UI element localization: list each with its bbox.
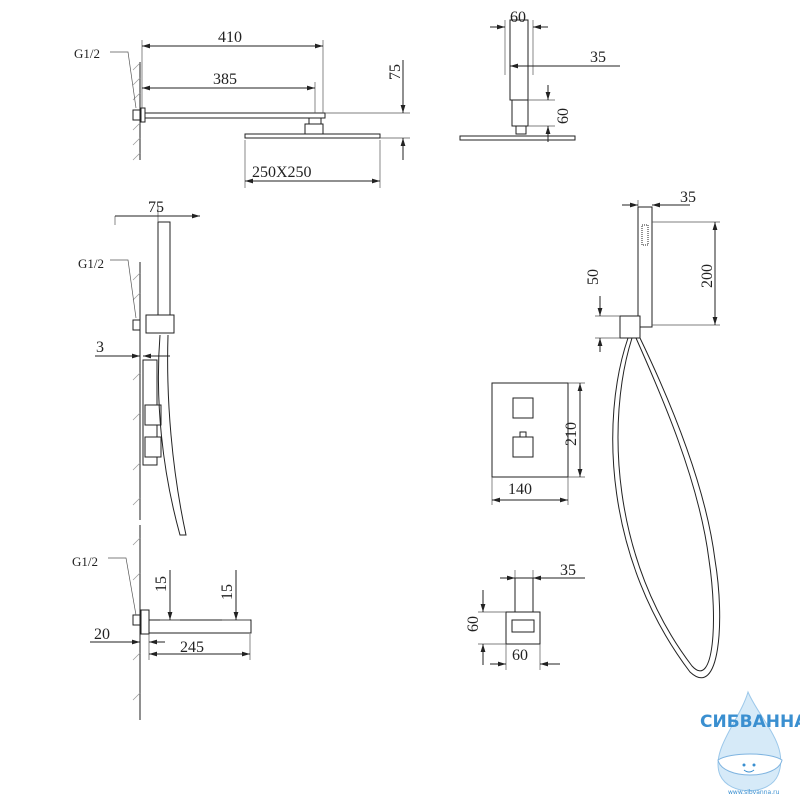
spout-depth-dim: 35 — [560, 562, 576, 579]
mixer-height-dim: 210 — [563, 422, 580, 446]
connector-height-dim: 60 — [555, 108, 572, 124]
holder-depth-dim: 75 — [148, 199, 164, 216]
spout-front-drawing: 35 60 60 — [465, 562, 585, 670]
mixer-width-dim: 140 — [508, 481, 532, 498]
spout-front-width-dim: 60 — [512, 647, 528, 664]
overhead-shower-drawing: G1/2 410 385 250X250 75 — [74, 29, 410, 188]
overhead-thread-label: G1/2 — [74, 46, 100, 61]
arm-length-dim: 385 — [213, 71, 237, 88]
spout-height-a-dim: 15 — [153, 576, 170, 592]
spout-height-b-dim: 15 — [219, 584, 236, 600]
sibvanna-logo: СИБВАННА www.sibvanna.ru — [700, 690, 800, 796]
holder-height-dim: 50 — [585, 269, 602, 285]
hand-shower-front-drawing: 35 200 50 — [585, 189, 721, 679]
arm-width-dim: 60 — [510, 9, 526, 26]
hand-shower-width-dim: 35 — [680, 189, 696, 206]
drop-height-dim: 75 — [387, 64, 404, 80]
arm-total-length-dim: 410 — [218, 29, 242, 46]
spout-wall-offset-dim: 20 — [94, 626, 110, 643]
hand-shower-length-dim: 200 — [699, 264, 716, 288]
hand-shower-side-drawing: G1/2 75 3 — [78, 199, 200, 536]
plate-thickness-dim: 3 — [96, 339, 104, 356]
spout-side-drawing: G1/2 15 15 20 245 — [72, 525, 252, 720]
spout-front-height-dim: 60 — [465, 616, 482, 632]
hand-shower-thread-label: G1/2 — [78, 256, 104, 271]
logo-name: СИБВАННА — [700, 712, 800, 732]
logo-url: www.sibvanna.ru — [728, 789, 780, 796]
spout-length-dim: 245 — [180, 639, 204, 656]
overhead-side-drawing: 60 35 60 — [459, 9, 620, 142]
mixer-plate-drawing: 210 140 — [491, 382, 585, 505]
spout-thread-label: G1/2 — [72, 554, 98, 569]
arm-depth-dim: 35 — [590, 49, 606, 66]
head-size-dim: 250X250 — [252, 164, 312, 181]
